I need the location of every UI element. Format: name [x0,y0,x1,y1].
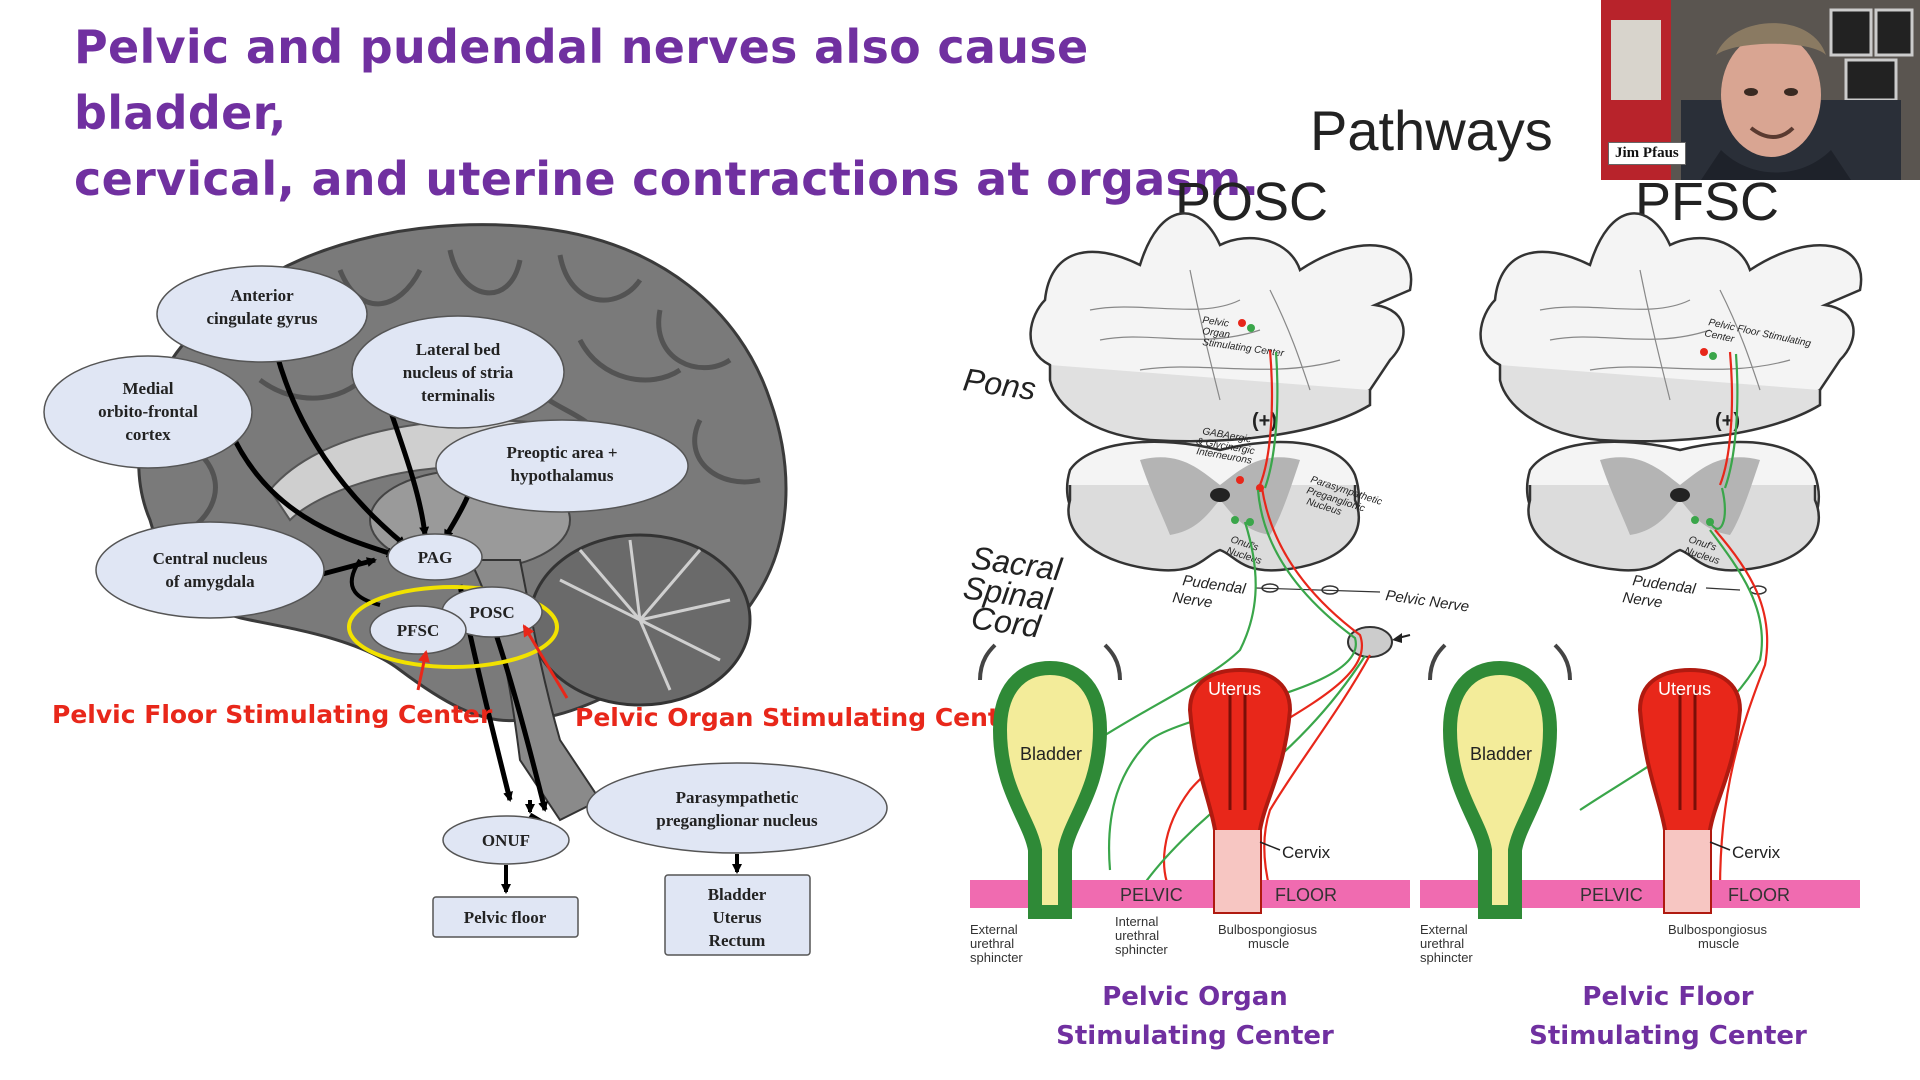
svg-text:Parasympathetic: Parasympathetic [676,788,799,807]
caption-pelvic-organ: Pelvic Organ Stimulating Center [1015,978,1375,1056]
bubble-central-amygdala: Central nucleus of amygdala [95,521,325,619]
webcam-feed [1601,0,1920,180]
pfsc-pelvic-text: PELVIC [1580,885,1643,905]
posc-floor-text: FLOOR [1275,885,1337,905]
svg-text:ONUF: ONUF [482,831,530,850]
pfsc-bladder: Bladder [1428,643,1572,919]
caption-line: Stimulating Center [1529,1021,1807,1051]
pfsc-spinal-cord [1525,440,1821,572]
title-line-2: cervical, and uterine contractions at or… [74,152,1260,206]
participant-name: Jim Pfaus [1608,142,1686,165]
svg-text:Bladder: Bladder [1470,744,1532,764]
caption-line: Stimulating Center [1056,1021,1334,1051]
posc-spinal-cord [1065,440,1361,572]
posc-plus: (+) [1252,410,1277,432]
bubble-text: Anterior [230,286,294,305]
bubble-text: cortex [125,425,171,444]
svg-text:Uterus: Uterus [1208,679,1261,699]
pfsc-bulbo-1: Bulbospongiosus [1668,922,1768,937]
svg-text:Cervix: Cervix [1732,843,1781,862]
pathways-heading: Pathways [1310,99,1553,162]
svg-text:Bladder: Bladder [708,885,767,904]
pelvic-nerve-text: Pelvic Nerve [1384,587,1470,616]
brain-diagram: Anterior cingulate gyrus Lateral bed nuc… [43,223,888,956]
posc-bladder: Bladder [978,643,1122,919]
posc-ext-1: External [970,922,1018,937]
highlight-ring [347,585,559,669]
bubble-text: of amygdala [165,572,255,591]
bubble-text: Preoptic area + [506,443,617,462]
bubble-text: Medial [123,379,174,398]
caption-pelvic-floor: Pelvic Floor Stimulating Center [1488,978,1848,1056]
label-pelvic-floor-stimulating-center: Pelvic Floor Stimulating Center [52,700,493,729]
posc-ext-2: urethral [970,936,1014,951]
posc-int-3: sphincter [1115,942,1168,957]
bubble-text: terminalis [421,386,495,405]
box-pelvic-floor: Pelvic floor [432,896,579,938]
bubble-text: orbito-frontal [98,402,198,421]
pons-label: Pons [961,361,1038,407]
svg-text:PAG: PAG [418,548,453,567]
pfsc-floor-text: FLOOR [1728,885,1790,905]
posc-uterus: Uterus Cervix [1187,667,1331,914]
caption-line: Pelvic Organ [1102,982,1288,1012]
svg-text:Bladder: Bladder [1020,744,1082,764]
bubble-text: cingulate gyrus [207,309,318,328]
poc-text-2: Organ [1202,326,1231,341]
posc-pelvic-text: PELVIC [1120,885,1183,905]
bubble-text: Central nucleus [153,549,268,568]
svg-text:preganglionar nucleus: preganglionar nucleus [656,811,818,830]
bubble-text: nucleus of stria [403,363,514,382]
posc-int-1: Internal [1115,914,1158,929]
posc-ext-3: sphincter [970,950,1023,965]
svg-text:Pelvic floor: Pelvic floor [464,908,547,927]
node-pag: PAG [387,533,483,581]
svg-text:Uterus: Uterus [712,908,761,927]
pfsc-ext-2: urethral [1420,936,1464,951]
label-pelvic-organ-stimulating-center: Pelvic Organ Stimulating Center [575,703,1030,732]
pathways-diagram: Pathways POSC PFSC Pons Sacral Spinal Co… [961,99,1863,965]
pudendal-text-2: Nerve [1171,589,1213,611]
cerebellum [528,533,752,707]
pfsc-ext-1: External [1420,922,1468,937]
pfsc-pudendal-2: Nerve [1621,589,1663,611]
pfsc-plus: (+) [1715,410,1740,432]
svg-text:Uterus: Uterus [1658,679,1711,699]
pfsc-pons: Pelvic Floor Stimulating Center [1479,212,1863,443]
posc-pons: Pelvic Organ Stimulating Center [1029,212,1413,443]
node-pfsc: PFSC [369,605,467,655]
posc-int-2: urethral [1115,928,1159,943]
pfsc-bulbo-2: muscle [1698,936,1739,951]
pfsc-uterus: Uterus Cervix [1637,667,1781,914]
posc-bulbo-1: Bulbospongiosus [1218,922,1318,937]
bubble-text: Lateral bed [416,340,501,359]
caption-line: Pelvic Floor [1582,982,1754,1012]
bubble-anterior-cingulate: Anterior cingulate gyrus [156,265,368,363]
box-bladder-uterus-rectum: Bladder Uterus Rectum [664,874,811,956]
bubble-lateral-bed: Lateral bed nucleus of stria terminalis [351,315,565,429]
webcam-video[interactable]: Jim Pfaus [1601,0,1920,180]
node-onuf: ONUF [442,815,570,865]
posc-bulbo-2: muscle [1248,936,1289,951]
pfsc-heading: PFSC [1635,172,1779,232]
svg-text:POSC: POSC [469,603,514,622]
bubble-text: hypothalamus [511,466,614,485]
pfsc-ext-3: sphincter [1420,950,1473,965]
slide-title: Pelvic and pudendal nerves also cause bl… [74,14,1274,212]
title-line-1: Pelvic and pudendal nerves also cause bl… [74,20,1089,140]
svg-text:PFSC: PFSC [397,621,440,640]
bubble-medial-orbito-frontal: Medial orbito-frontal cortex [43,355,253,469]
poc-text-1: Pelvic [1202,315,1230,330]
svg-text:Cervix: Cervix [1282,843,1331,862]
bubble-preoptic: Preoptic area + hypothalamus [435,419,689,513]
svg-text:Rectum: Rectum [709,931,766,950]
node-parasympathetic: Parasympathetic preganglionar nucleus [586,762,888,854]
